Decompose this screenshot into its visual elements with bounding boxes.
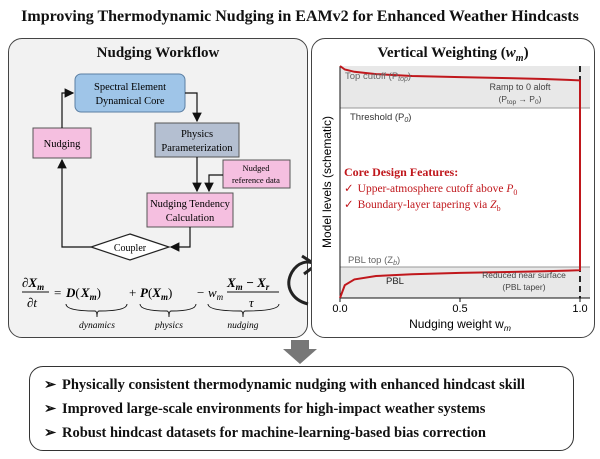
coupler-label: Coupler xyxy=(114,243,147,254)
weight-curve xyxy=(339,65,581,299)
x-axis-label: Nudging weight wm xyxy=(409,317,511,333)
weighting-chart: Top cutoff (Ptop) Ramp to 0 aloft (Ptop … xyxy=(320,65,590,333)
svg-text:+: + xyxy=(129,285,136,300)
summary-item-1: ➢Physically consistent thermodynamic nud… xyxy=(44,377,525,393)
arrow-coupler-to-nudging xyxy=(57,158,91,248)
svg-text:wm: wm xyxy=(208,285,224,302)
tendency-box xyxy=(146,192,234,228)
nudging-equation: ∂Xm ∂t = D(∂XXm) + P(Xm) − wm Xm − Xr τ … xyxy=(22,275,280,331)
summary-box: ➢Physically consistent thermodynamic nud… xyxy=(29,366,574,451)
arrow-dycore-to-physics xyxy=(185,92,202,123)
nudging-label: Nudging xyxy=(44,139,82,150)
nudging-box xyxy=(32,127,92,159)
workflow-title: Nudging Workflow xyxy=(96,45,220,61)
x-tick-label: 0.5 xyxy=(452,303,467,315)
features-heading: Core Design Features: xyxy=(344,165,458,179)
workflow-diagram: Spectral Element Dynamical Core Physics … xyxy=(22,73,291,331)
pbl-label: PBL xyxy=(386,276,404,287)
physics-label-2: Parameterization xyxy=(161,143,233,154)
down-arrow xyxy=(283,340,317,364)
x-tick-label: 0.0 xyxy=(332,303,347,315)
weighting-title: Vertical Weighting (wm) xyxy=(377,45,529,64)
reference-label-2: reference data xyxy=(232,175,280,185)
ramp-label-1: Ramp to 0 aloft xyxy=(489,82,551,92)
main-title: Improving Thermodynamic Nudging in EAMv2… xyxy=(21,8,579,25)
svg-text:D(∂XXm): D(∂XXm) xyxy=(65,285,101,302)
feature-item-2: ✓Boundary-layer tapering via Zb xyxy=(344,199,501,213)
summary-item-2: ➢Improved large-scale environments for h… xyxy=(44,401,486,417)
physics-label-1: Physics xyxy=(181,129,213,140)
svg-text:τ: τ xyxy=(249,295,255,310)
svg-text:∂t: ∂t xyxy=(27,295,37,310)
reference-label-1: Nudged xyxy=(243,163,271,173)
tendency-label-1: Nudging Tendency xyxy=(150,199,231,210)
tendency-label-2: Calculation xyxy=(166,213,215,224)
dycore-label-1: Spectral Element xyxy=(94,82,166,93)
svg-text:Xm − Xr: Xm − Xr xyxy=(226,275,270,292)
svg-text:−: − xyxy=(197,285,204,300)
summary-item-3: ➢Robust hindcast datasets for machine-le… xyxy=(44,425,486,441)
coupler-diamond xyxy=(89,233,171,261)
ramp-label-2: (Ptop → P0) xyxy=(499,94,542,106)
dycore-label-2: Dynamical Core xyxy=(95,96,164,107)
svg-text:∂Xm: ∂Xm xyxy=(22,275,44,292)
svg-text:=: = xyxy=(54,285,61,300)
weighting-panel: Vertical Weighting (wm) Top cutoff (Ptop… xyxy=(311,38,595,338)
y-axis-label: Model levels (schematic) xyxy=(320,116,334,248)
arrow-nudging-to-dycore xyxy=(61,88,75,128)
svg-text:physics: physics xyxy=(154,321,183,331)
reduced-label-2: (PBL taper) xyxy=(502,282,545,292)
pbl-top-label: PBL top (Zb) xyxy=(348,255,400,267)
reduced-label-1: Reduced near surface xyxy=(482,270,566,280)
top-band xyxy=(340,66,590,108)
top-cutoff-label: Top cutoff (Ptop) xyxy=(345,71,411,83)
svg-text:P(Xm): P(Xm) xyxy=(140,285,172,302)
workflow-panel: Nudging Workflow Spectral Element Dynami… xyxy=(8,38,308,338)
x-tick-label: 1.0 xyxy=(572,303,587,315)
svg-text:dynamics: dynamics xyxy=(79,321,115,331)
arrow-tendency-to-coupler xyxy=(169,227,191,252)
reference-data-box xyxy=(222,159,291,189)
arrow-reference-to-tendency xyxy=(204,174,223,193)
threshold-label: Threshold (P0) xyxy=(350,112,411,124)
svg-text:nudging: nudging xyxy=(227,321,258,331)
feature-item-1: ✓Upper-atmosphere cutoff above P0 xyxy=(344,183,517,197)
